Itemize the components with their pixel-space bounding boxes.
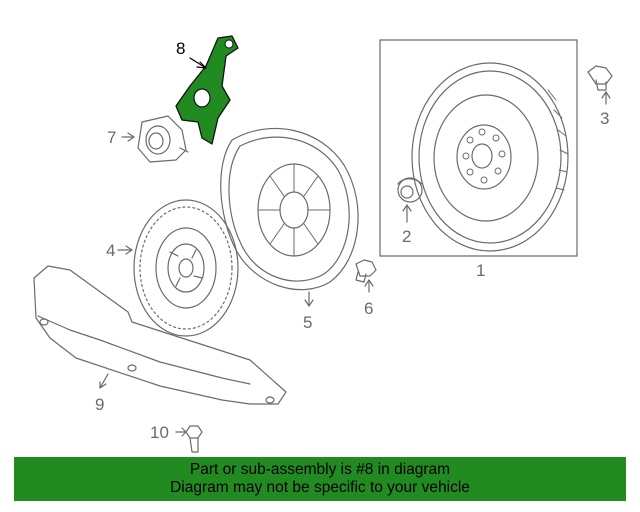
release-bearing-part-7 [121, 115, 189, 163]
pressure-plate-bolt-part-6 [355, 259, 377, 293]
callout-5: 5 [303, 313, 313, 332]
release-fork-part-8 [175, 35, 239, 145]
callout-7: 7 [107, 128, 117, 147]
banner-line-1: Part or sub-assembly is #8 in diagram [189, 461, 451, 478]
pressure-plate-part-5 [220, 127, 359, 307]
callout-1: 1 [476, 261, 486, 280]
callout-10: 10 [150, 423, 169, 442]
disclaimer-banner: Part or sub-assembly is #8 in diagram Di… [14, 457, 626, 501]
callout-4: 4 [106, 241, 116, 260]
flywheel-bolt-part-3 [587, 65, 613, 105]
callout-2: 2 [402, 227, 412, 246]
callout-3: 3 [600, 109, 610, 128]
clutch-disc-part-4 [117, 199, 239, 337]
callout-8: 8 [176, 39, 186, 58]
under-cover-part-9 [33, 265, 287, 405]
pilot-bearing-part-2 [397, 177, 423, 223]
banner-line-2: Diagram may not be specific to your vehi… [170, 479, 470, 496]
callout-6: 6 [364, 299, 374, 318]
exploded-parts-diagram [33, 35, 613, 453]
callout-9: 9 [95, 395, 105, 414]
flywheel-part-1 [379, 39, 578, 257]
under-cover-bolt-part-10 [175, 425, 203, 453]
